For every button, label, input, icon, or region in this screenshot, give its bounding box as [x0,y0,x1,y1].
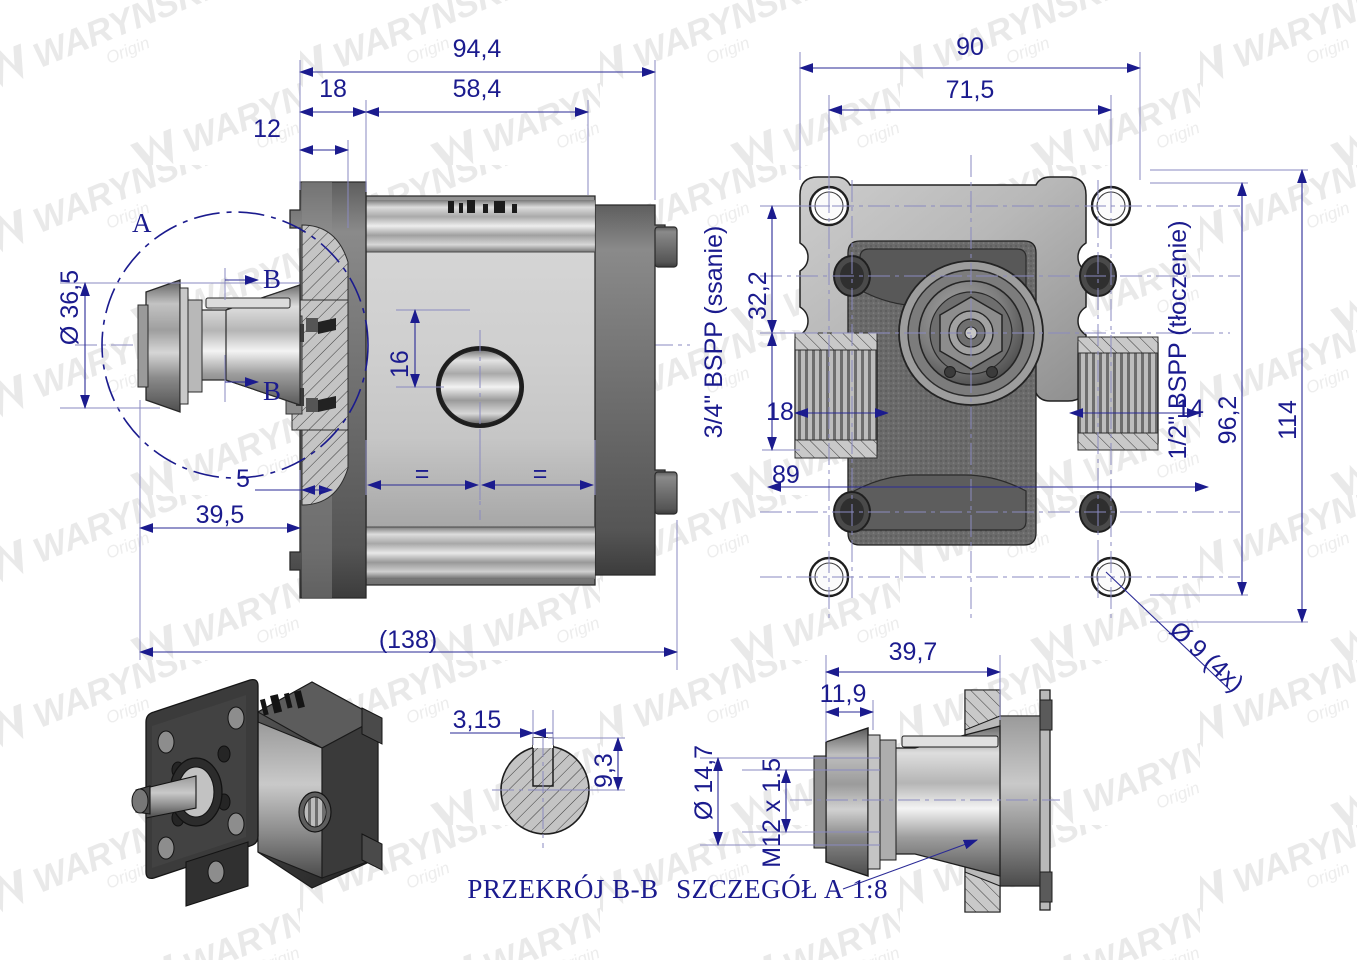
front-view: 90 71,5 32,2 18 [700,33,1308,698]
dim-label: 16 [386,350,414,378]
dim-label: 96,2 [1214,396,1242,445]
dim-label: Ø 9 (4x) [1164,616,1249,698]
svg-text:B: B [263,376,281,406]
section-b-b: 3,15 9,3 PRZEKRÓJ B-B [450,706,658,904]
suction-port [794,332,878,459]
dimension-58-4: 58,4 [364,75,590,195]
pump-body-side [137,181,678,599]
dim-label: 90 [956,33,984,61]
dim-label: 9,3 [590,753,618,788]
side-section-view: 94,4 18 58,4 12 [56,35,690,670]
section-bb-title: PRZEKRÓJ B-B [467,874,658,904]
dimension-94-4: 94,4 [298,35,657,200]
dimension-dia-9: Ø 9 (4x) [1105,571,1249,698]
dim-label: Ø 14,7 [690,745,718,820]
dim-label: 114 [1274,400,1302,440]
dim-label: 5 [236,465,250,493]
isometric-pump-render [131,678,383,907]
dim-label: 71,5 [946,76,995,104]
dim-label: M12 x 1.5 [758,758,786,868]
dim-label: Ø 36,5 [56,270,84,345]
dim-label: 32,2 [744,271,772,320]
dimension-18: 18 [298,75,368,192]
svg-text:B: B [263,264,281,294]
detail-a-view: Ø 14,7 M12 x 1.5 39,7 11,9 [676,638,1060,913]
dim-label: 58,4 [453,75,502,103]
dim-label: 39,5 [196,501,245,529]
dim-label: 3,15 [453,706,502,734]
dim-label: 94,4 [453,35,502,63]
dimension-90: 90 [798,33,1142,180]
dim-label: = [533,460,548,488]
dim-label: 12 [253,115,281,143]
detail-a-scale: 1:8 [852,874,888,904]
dim-label: 39,7 [889,638,938,666]
balloon-detail-a: A [132,208,152,238]
dim-label: (138) [379,626,437,654]
dim-label: 18 [319,75,347,103]
detail-a-title: SZCZEGÓŁ A [676,874,844,904]
dim-label: 18 [766,398,794,426]
note-pressure-port-line1: 1/2" BSPP (tłoczenie) [1164,220,1192,459]
dimension-71-5: 71,5 [827,76,1113,190]
note-suction-port: 3/4" BSPP (ssanie) [700,226,728,439]
dim-label: 11,9 [820,680,867,708]
dimension-39-5: 39,5 [138,400,302,660]
dim-label: = [415,460,430,488]
dim-label: 89 [772,461,800,489]
pressure-port [1077,336,1159,451]
